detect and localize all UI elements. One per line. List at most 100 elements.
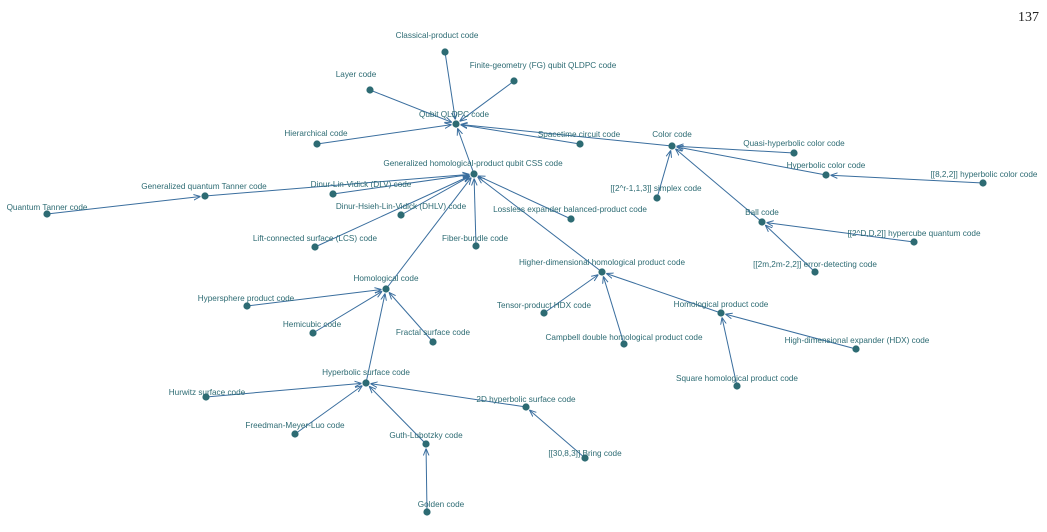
node-marker-hemicubic	[309, 329, 317, 337]
node-golden: Golden code	[418, 500, 465, 516]
node-label-hyperbolic-color: Hyperbolic color code	[787, 161, 866, 170]
node-marker-homological	[382, 285, 390, 293]
node-marker-fractal-surface	[429, 338, 437, 346]
node-quasi-hyperbolic-color: Quasi-hyperbolic color code	[743, 139, 845, 157]
edge-homological-to-ghp-css	[385, 178, 471, 290]
node-label-color: Color code	[652, 130, 692, 139]
node-marker-classical-product	[441, 48, 449, 56]
node-label-spacetime-circuit: Spacetime circuit code	[538, 130, 621, 139]
node-label-freedman-meyer-luo: Freedman-Meyer-Luo code	[245, 421, 345, 430]
edge-freedman-meyer-luo-to-hyperbolic-surface	[294, 386, 362, 435]
edge-fiber-bundle-to-ghp-css	[474, 178, 476, 247]
node-homological-product: Homological product code	[674, 300, 769, 317]
edge-fg-qldpc-to-qubit-qldpc	[460, 80, 515, 121]
edge-gen-quantum-tanner-to-ghp-css	[204, 174, 470, 197]
edge-822-hyperbolic-color-to-hyperbolic-color	[830, 175, 984, 184]
node-label-golden: Golden code	[418, 500, 465, 509]
edge-tensor-product-hdx-to-higher-dim-hp	[543, 275, 598, 314]
edge-golden-to-guth-lubotzky	[426, 448, 427, 513]
node-marker-campbell-double-hp	[620, 340, 628, 348]
node-marker-bring	[581, 454, 589, 462]
edge-color-to-qubit-qldpc	[460, 124, 673, 147]
node-marker-lcs	[311, 243, 319, 251]
node-marker-hierarchical	[313, 140, 321, 148]
node-classical-product: Classical-product code	[396, 31, 479, 56]
node-marker-error-detecting	[811, 268, 819, 276]
node-marker-golden	[423, 508, 431, 516]
node-label-822-hyperbolic-color: [[8,2,2]] hyperbolic color code	[931, 170, 1038, 179]
node-label-fg-qldpc: Finite-geometry (FG) qubit QLDPC code	[470, 61, 617, 70]
node-label-square-hp: Square homological product code	[676, 374, 798, 383]
node-dhlv: Dinur-Hsieh-Lin-Vidick (DHLV) code	[336, 202, 467, 219]
node-label-2d-hyperbolic-surface: 2D hyperbolic surface code	[476, 395, 576, 404]
edge-homological-product-to-higher-dim-hp	[606, 273, 722, 314]
node-simplex: [[2^r-1,1,3]] simplex code	[610, 184, 702, 202]
node-marker-homological-product	[717, 309, 725, 317]
node-label-hdx: High-dimensional expander (HDX) code	[785, 336, 930, 345]
node-label-campbell-double-hp: Campbell double homological product code	[545, 333, 702, 342]
node-marker-quasi-hyperbolic-color	[790, 149, 798, 157]
node-marker-guth-lubotzky	[422, 440, 430, 448]
page-number: 137	[1018, 10, 1039, 25]
edge-quantum-tanner-to-gen-quantum-tanner	[46, 197, 201, 215]
node-hyperbolic-surface: Hyperbolic surface code	[322, 368, 410, 387]
node-higher-dim-hp: Higher-dimensional homological product c…	[519, 258, 686, 276]
node-hypercube-quantum: [[2^D,D,2]] hypercube quantum code	[847, 229, 981, 246]
node-qubit-qldpc: Qubit QLDPC code	[419, 110, 489, 128]
node-homological: Homological code	[353, 274, 419, 293]
node-marker-simplex	[653, 194, 661, 202]
node-marker-822-hyperbolic-color	[979, 179, 987, 187]
node-freedman-meyer-luo: Freedman-Meyer-Luo code	[245, 421, 345, 438]
node-fiber-bundle: Fiber-bundle code	[442, 234, 508, 250]
edge-hyperbolic-color-to-color	[676, 147, 827, 176]
node-marker-color	[668, 142, 676, 150]
node-lcs: Lift-connected surface (LCS) code	[253, 234, 378, 251]
node-822-hyperbolic-color: [[8,2,2]] hyperbolic color code	[931, 170, 1038, 187]
edge-hemicubic-to-homological	[312, 291, 382, 334]
node-label-gen-quantum-tanner: Generalized quantum Tanner code	[141, 182, 267, 191]
node-marker-tensor-product-hdx	[540, 309, 548, 317]
node-label-classical-product: Classical-product code	[396, 31, 479, 40]
node-label-ghp-css: Generalized homological-product qubit CS…	[383, 159, 563, 168]
edge-ghp-css-to-qubit-qldpc	[458, 128, 475, 175]
node-label-hypersphere-product: Hypersphere product code	[198, 294, 295, 303]
edge-hierarchical-to-qubit-qldpc	[316, 125, 452, 145]
node-marker-dlv	[329, 190, 337, 198]
node-marker-ball	[758, 218, 766, 226]
node-label-ball: Ball code	[745, 208, 779, 217]
node-hurwitz-surface: Hurwitz surface code	[169, 388, 246, 401]
node-fg-qldpc: Finite-geometry (FG) qubit QLDPC code	[470, 61, 617, 85]
edge-square-hp-to-homological-product	[722, 317, 738, 387]
node-label-simplex: [[2^r-1,1,3]] simplex code	[610, 184, 702, 193]
edge-hdx-to-homological-product	[725, 314, 857, 350]
node-gen-quantum-tanner: Generalized quantum Tanner code	[141, 182, 267, 200]
node-layer: Layer code	[336, 70, 377, 94]
node-label-quantum-tanner: Quantum Tanner code	[7, 203, 88, 212]
node-label-tensor-product-hdx: Tensor-product HDX code	[497, 301, 592, 310]
edge-hypersphere-product-to-homological	[246, 290, 382, 307]
edge-campbell-double-hp-to-higher-dim-hp	[603, 276, 625, 345]
node-hemicubic: Hemicubic code	[283, 320, 342, 337]
node-label-fractal-surface: Fractal surface code	[396, 328, 471, 337]
edge-layer-to-qubit-qldpc	[369, 89, 452, 122]
edge-hurwitz-surface-to-hyperbolic-surface	[205, 383, 362, 398]
node-label-hyperbolic-surface: Hyperbolic surface code	[322, 368, 410, 377]
edge-hyperbolic-surface-to-homological	[365, 293, 385, 384]
node-label-lossless-expander: Lossless expander balanced-product code	[493, 205, 647, 214]
node-2d-hyperbolic-surface: 2D hyperbolic surface code	[476, 395, 576, 411]
node-marker-higher-dim-hp	[598, 268, 606, 276]
edges-layer	[46, 51, 984, 513]
node-label-homological: Homological code	[353, 274, 419, 283]
node-marker-lossless-expander	[567, 215, 575, 223]
node-marker-fiber-bundle	[472, 242, 480, 250]
node-marker-hyperbolic-surface	[362, 379, 370, 387]
node-ball: Ball code	[745, 208, 779, 226]
node-color: Color code	[652, 130, 692, 150]
node-marker-dhlv	[397, 211, 405, 219]
node-label-hypercube-quantum: [[2^D,D,2]] hypercube quantum code	[847, 229, 981, 238]
node-label-quasi-hyperbolic-color: Quasi-hyperbolic color code	[743, 139, 845, 148]
node-spacetime-circuit: Spacetime circuit code	[538, 130, 621, 148]
node-marker-hyperbolic-color	[822, 171, 830, 179]
edge-ball-to-color	[675, 149, 763, 223]
